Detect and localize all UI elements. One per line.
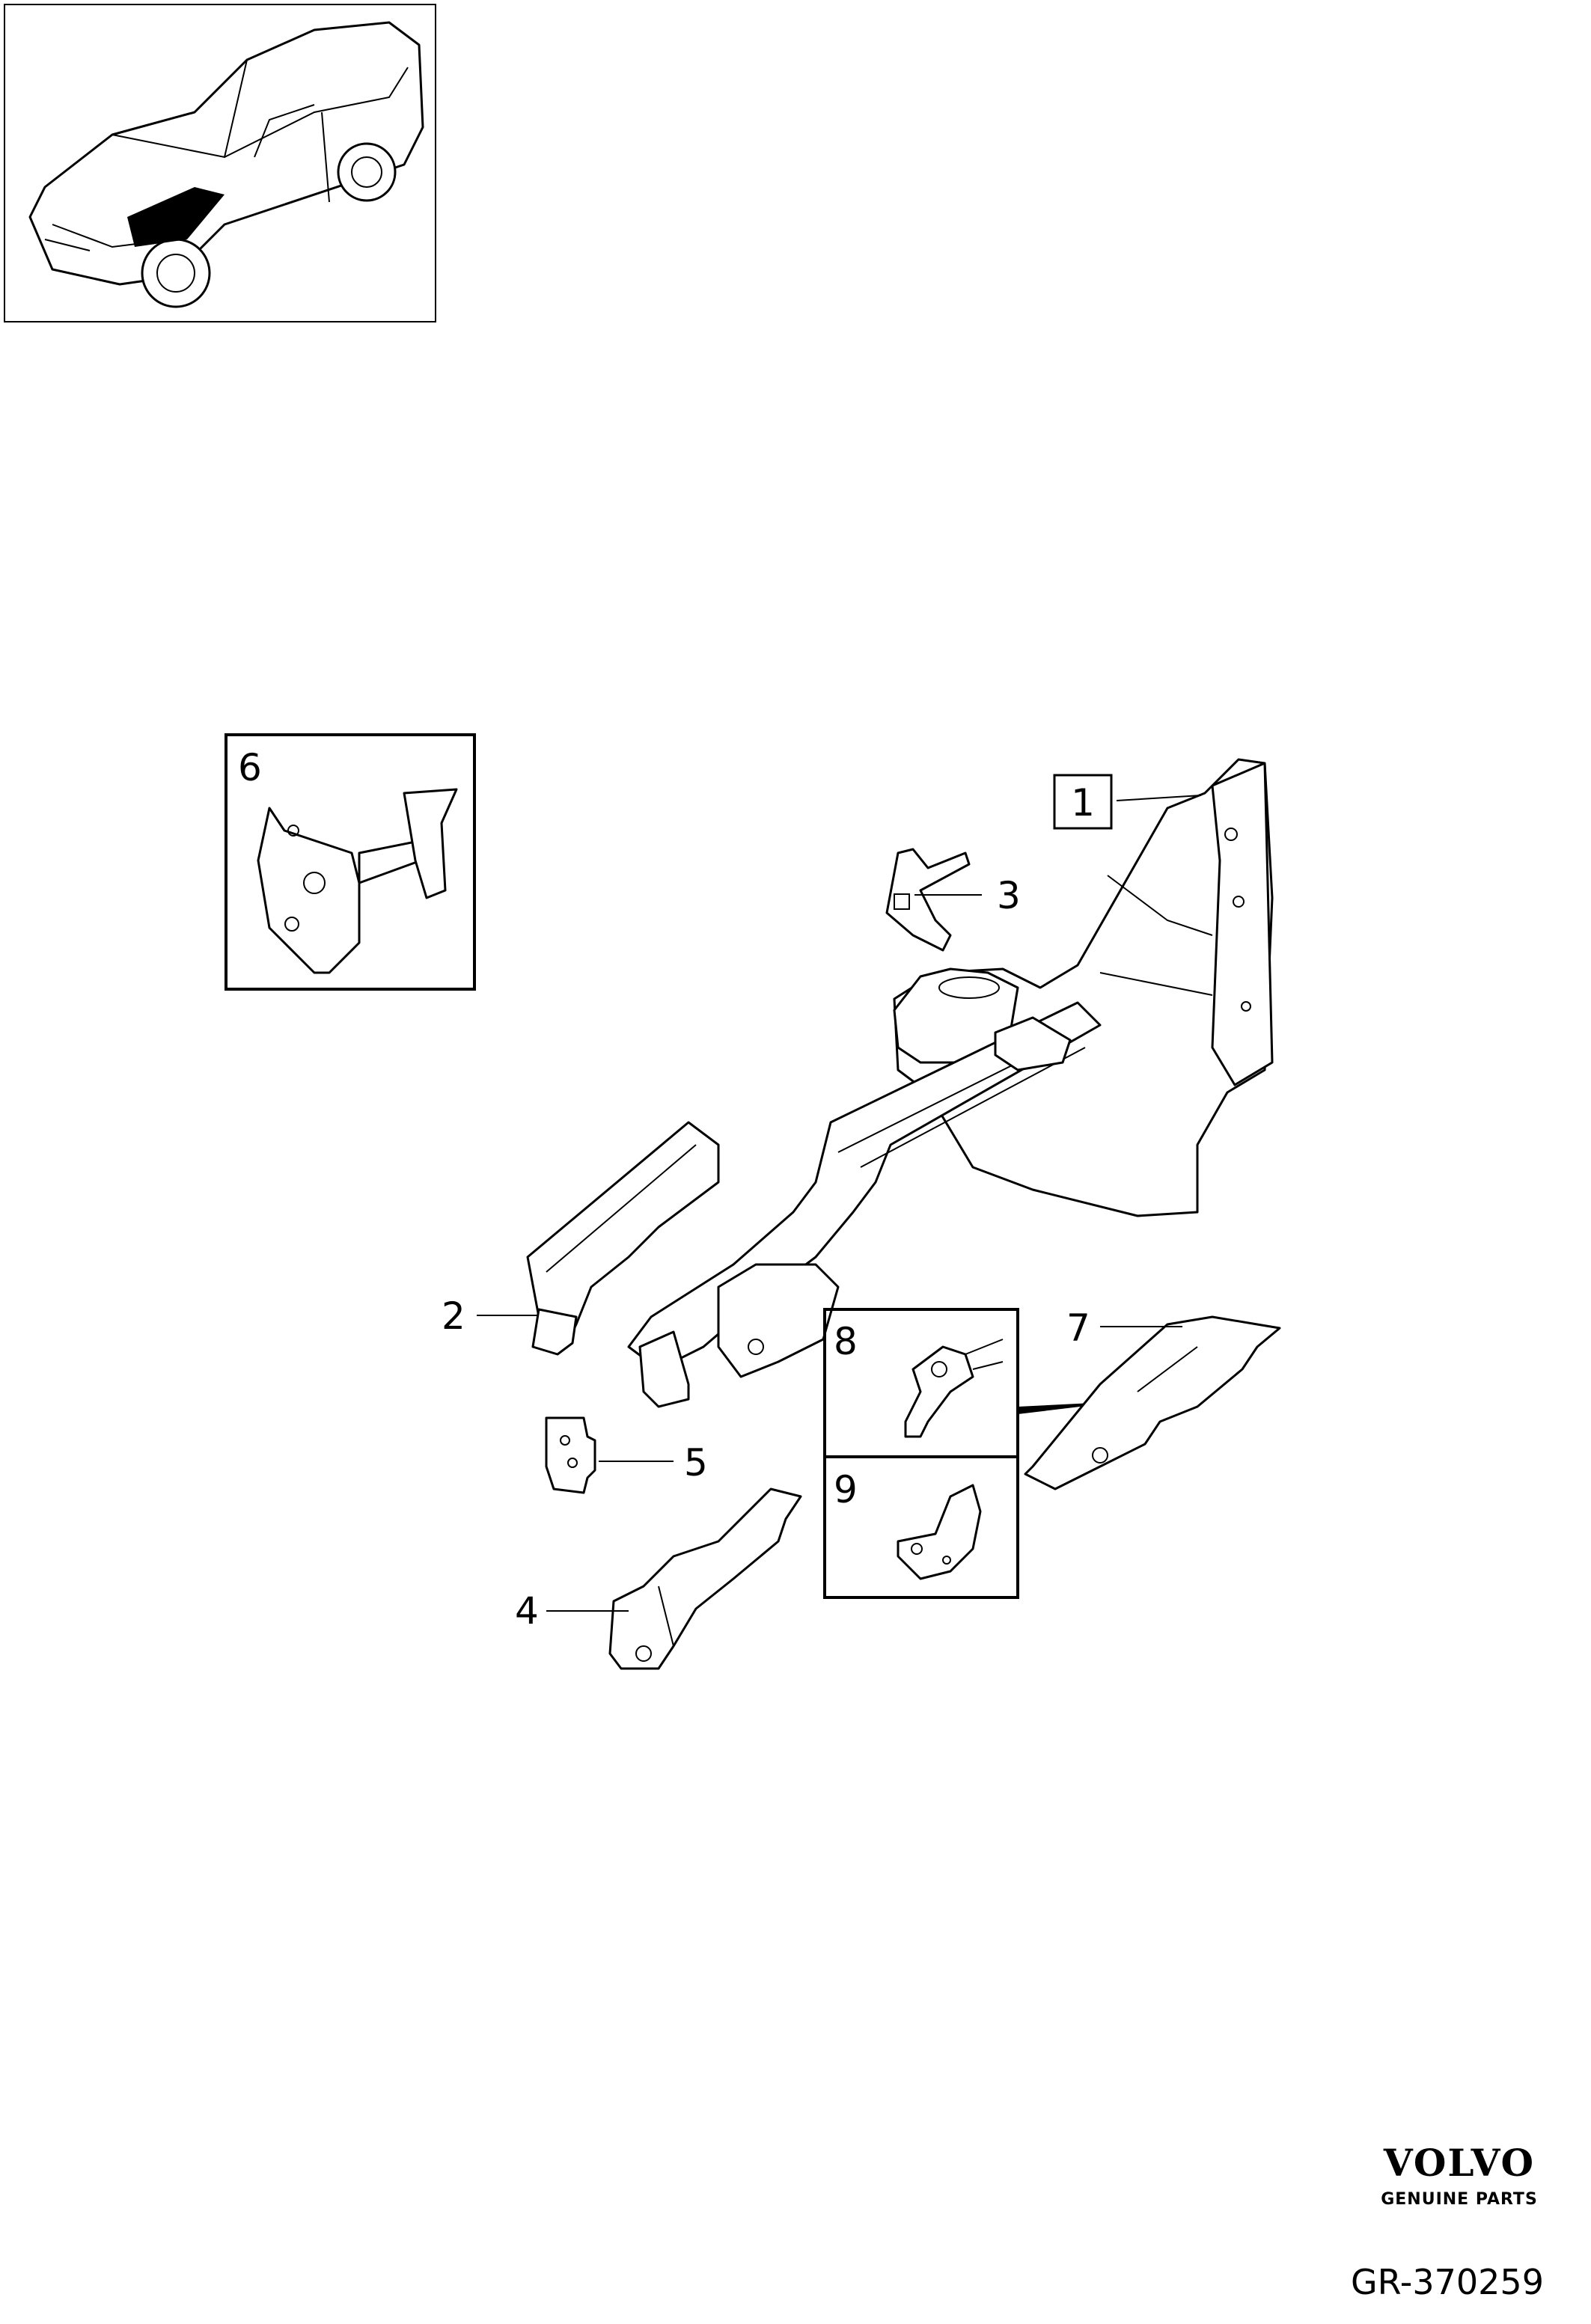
part-1-front-side-member-assembly — [627, 758, 1274, 1408]
inset-box-part-6: 6 — [225, 733, 476, 991]
inset-box-parts-8-9: 8 9 — [823, 1308, 1019, 1599]
arrow-icon — [1018, 1393, 1111, 1414]
callout-6: 6 — [238, 746, 262, 789]
part-2-rail — [526, 1121, 720, 1356]
part-6-bracket — [257, 788, 458, 974]
part-5-plate — [545, 1416, 596, 1494]
callout-7: 7 — [1066, 1306, 1090, 1350]
part-4-bracket — [608, 1487, 802, 1670]
callout-1: 1 — [1071, 781, 1095, 825]
callout-3: 3 — [997, 874, 1021, 917]
callout-2: 2 — [442, 1294, 465, 1338]
diagram-reference: GR-370259 — [1351, 2262, 1544, 2302]
part-8-nut-plate — [904, 1339, 1004, 1438]
part-3-bracket — [885, 848, 971, 952]
genuine-parts-label: GENUINE PARTS — [1381, 2190, 1538, 2209]
callout-4: 4 — [515, 1589, 539, 1633]
callout-1-box — [1053, 774, 1113, 830]
car-illustration — [28, 21, 424, 308]
volvo-logo: VOLVO — [1383, 2141, 1535, 2185]
callout-9: 9 — [834, 1468, 858, 1511]
callout-5: 5 — [684, 1441, 708, 1484]
part-7-wheelhouse-bracket — [1024, 1315, 1281, 1490]
vehicle-thumbnail — [4, 4, 436, 322]
part-9-bracket — [897, 1484, 982, 1580]
callout-8: 8 — [834, 1320, 858, 1363]
